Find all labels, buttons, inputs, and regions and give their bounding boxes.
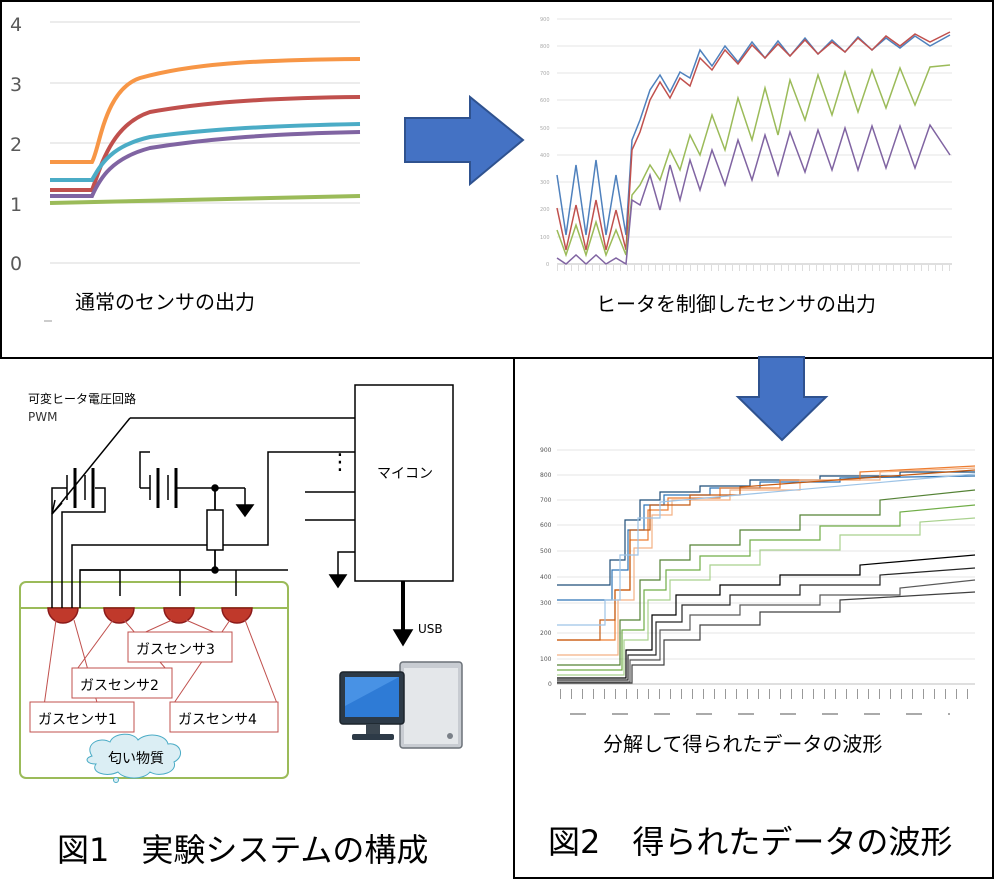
y-tick-4: 4 [10, 14, 23, 36]
pwm-circuit-label: 可変ヒータ電圧回路 [28, 392, 137, 406]
y-tick-1: 1 [10, 194, 23, 216]
heater-sensor-chart: 900 800 700 600 500 400 300 200 100 0 [540, 17, 952, 271]
computer-icon [339, 661, 463, 749]
svg-text:400: 400 [540, 153, 550, 159]
series-cyan [50, 122, 361, 182]
svg-text:900: 900 [540, 447, 552, 454]
svg-text:300: 300 [540, 600, 552, 607]
normal-sensor-chart [44, 21, 361, 322]
figure2-caption: 図2 得られたデータの波形 [548, 823, 953, 861]
svg-text:600: 600 [540, 98, 550, 104]
svg-text:100: 100 [540, 235, 550, 241]
decomposed-chart: 900 800 700 600 500 400 300 200 100 0 [540, 447, 976, 715]
gas-sensor-4-icon [221, 607, 253, 624]
gas-sensor-3-icon [163, 607, 195, 624]
svg-text:500: 500 [540, 548, 552, 555]
pwm-label: PWM [28, 410, 58, 424]
gas-sensor-4-label: ガスセンサ4 [178, 712, 257, 728]
mcu-label: マイコン [377, 466, 433, 482]
gas-sensor-2-label: ガスセンサ2 [80, 678, 159, 694]
series-purple-2 [556, 123, 951, 266]
decomposed-caption: 分解して得られたデータの波形 [603, 732, 883, 756]
y-tick-2: 2 [10, 134, 23, 156]
svg-text:700: 700 [540, 497, 552, 504]
gas-sensor-3-label: ガスセンサ3 [136, 642, 215, 658]
svg-text:800: 800 [540, 472, 552, 479]
svg-text:400: 400 [540, 574, 552, 581]
y-tick-0: 0 [10, 253, 23, 275]
mcu-dots: ⋮ [329, 450, 351, 475]
figure1-caption: 図1 実験システムの構成 [57, 831, 429, 869]
svg-text:800: 800 [540, 44, 550, 50]
svg-text:500: 500 [540, 126, 550, 132]
odor-label: 匂い物質 [108, 751, 164, 767]
usb-label: USB [418, 622, 443, 636]
y-tick-3: 3 [10, 74, 23, 96]
sensor-board [19, 581, 289, 779]
heater-sensor-caption: ヒータを制御したセンサの出力 [596, 292, 876, 316]
svg-text:900: 900 [540, 17, 550, 23]
svg-text:200: 200 [540, 630, 552, 637]
odor-cloud-icon [86, 733, 182, 779]
series-purple [50, 130, 361, 198]
gas-sensor-2-icon [103, 607, 135, 624]
svg-text:0: 0 [548, 681, 552, 688]
svg-text:200: 200 [540, 207, 550, 213]
svg-text:700: 700 [540, 71, 550, 77]
arrow-down-icon [735, 356, 829, 442]
circuit-diagram [19, 384, 454, 783]
svg-text:0: 0 [546, 262, 549, 268]
series-green [49, 194, 361, 205]
series-green-2 [556, 64, 951, 258]
svg-text:600: 600 [540, 522, 552, 529]
svg-text:100: 100 [540, 656, 552, 663]
gas-sensor-1-icon [47, 607, 79, 624]
svg-text:300: 300 [540, 180, 550, 186]
arrow-right-icon [404, 94, 525, 187]
gas-sensor-1-label: ガスセンサ1 [38, 712, 117, 728]
normal-sensor-caption: 通常のセンサの出力 [75, 290, 255, 314]
series-red-2 [556, 31, 951, 251]
right-frame [513, 357, 994, 879]
mcu-box [354, 384, 454, 582]
series-orange [50, 57, 361, 164]
